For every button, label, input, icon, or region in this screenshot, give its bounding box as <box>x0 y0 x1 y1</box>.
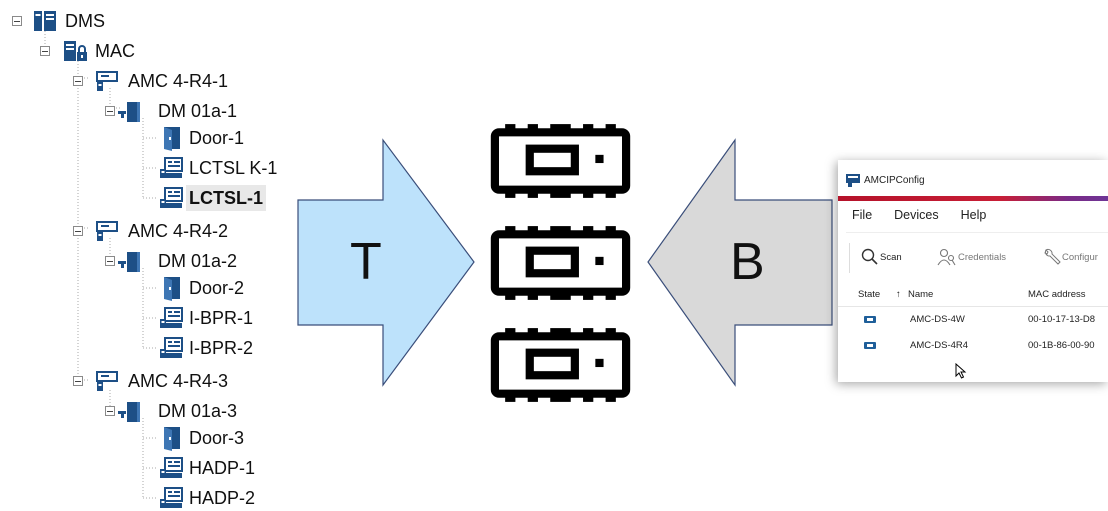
tree-node-label: AMC 4-R4-1 <box>128 71 229 91</box>
menu-bar: File Devices Help <box>852 208 1008 222</box>
scan-label: Scan <box>880 251 902 263</box>
tree-node-label: I-BPR-2 <box>189 338 254 358</box>
device-icon <box>495 124 626 198</box>
tree-node-label: AMC 4-R4-3 <box>128 371 229 391</box>
tree-node-label: AMC 4-R4-2 <box>128 221 229 241</box>
tree-node-label: HADP-2 <box>189 488 256 508</box>
users-key-icon <box>937 248 956 266</box>
configure-button[interactable]: Configur <box>1042 247 1098 267</box>
sort-up-icon: ↑ <box>896 289 901 300</box>
accent-bar <box>838 196 1108 201</box>
tree-node-label: Door-3 <box>189 428 245 448</box>
column-name[interactable]: Name <box>908 289 934 300</box>
device-icon <box>495 328 626 402</box>
menu-help[interactable]: Help <box>960 208 987 222</box>
tree-connectors <box>44 31 158 499</box>
column-state[interactable]: State <box>858 289 881 300</box>
collapse-toggle[interactable] <box>105 106 115 116</box>
window-title: AMCIPConfig <box>864 175 925 186</box>
tree-node-label: LCTSL K-1 <box>189 158 278 178</box>
window-titlebar[interactable]: AMCIPConfig <box>838 160 1108 198</box>
tree-node-label: DMS <box>65 11 105 31</box>
tree-node-label: LCTSL-1 <box>186 185 266 211</box>
collapse-toggle[interactable] <box>40 46 50 56</box>
tree-node-label: HADP-1 <box>189 458 256 478</box>
tree-node-label: I-BPR-1 <box>189 308 254 328</box>
device-mac: 00-1B-86-00-90 <box>1028 340 1095 351</box>
tree-node-label: MAC <box>95 41 135 61</box>
column-mac[interactable]: MAC address <box>1028 289 1086 300</box>
tree-node-label: DM 01a-3 <box>158 401 238 421</box>
collapse-toggle[interactable] <box>73 226 83 236</box>
tree-node-label: Door-2 <box>189 278 245 298</box>
wrench-icon <box>1044 248 1061 265</box>
left-arrow-letter: T <box>350 233 382 291</box>
device-name: AMC-DS-4R4 <box>910 340 969 351</box>
credentials-label: Credentials <box>958 251 1007 263</box>
tree-node-label: DM 01a-2 <box>158 251 238 271</box>
menu-file[interactable]: File <box>852 208 873 222</box>
configure-label: Configur <box>1062 251 1098 263</box>
device-icon <box>495 226 626 300</box>
tree-node-label: Door-1 <box>189 128 245 148</box>
credentials-button[interactable]: Credentials <box>936 247 1006 267</box>
app-logo-icon <box>846 174 860 187</box>
collapse-toggle[interactable] <box>105 256 115 266</box>
right-arrow-letter: B <box>730 233 765 291</box>
right-arrow <box>647 138 833 387</box>
toolbar-separator <box>849 243 850 273</box>
amcipconfig-window: AMCIPConfig File Devices Help Scan Crede… <box>838 160 1108 382</box>
device-state-icon <box>864 316 876 323</box>
left-arrow <box>297 138 475 387</box>
mouse-cursor-icon <box>955 363 967 379</box>
device-state-icon <box>864 342 876 349</box>
collapse-toggle[interactable] <box>73 76 83 86</box>
tree-node-label: DM 01a-1 <box>158 101 238 121</box>
device-mac: 00-10-17-13-D8 <box>1028 314 1096 325</box>
diagram <box>297 0 833 509</box>
device-table-header: State ↑ Name MAC address <box>838 284 1108 307</box>
toolbar: Scan Credentials Configur <box>846 232 1108 277</box>
collapse-toggle[interactable] <box>12 16 22 26</box>
device-name: AMC-DS-4W <box>910 314 965 325</box>
collapse-toggle[interactable] <box>105 406 115 416</box>
magnifier-icon <box>861 248 878 265</box>
table-row[interactable]: AMC-DS-4W 00-10-17-13-D8 <box>838 308 1108 332</box>
collapse-toggle[interactable] <box>73 376 83 386</box>
table-row[interactable]: AMC-DS-4R4 00-1B-86-00-90 <box>838 334 1108 358</box>
menu-devices[interactable]: Devices <box>894 208 939 222</box>
scan-button[interactable]: Scan <box>860 247 902 267</box>
